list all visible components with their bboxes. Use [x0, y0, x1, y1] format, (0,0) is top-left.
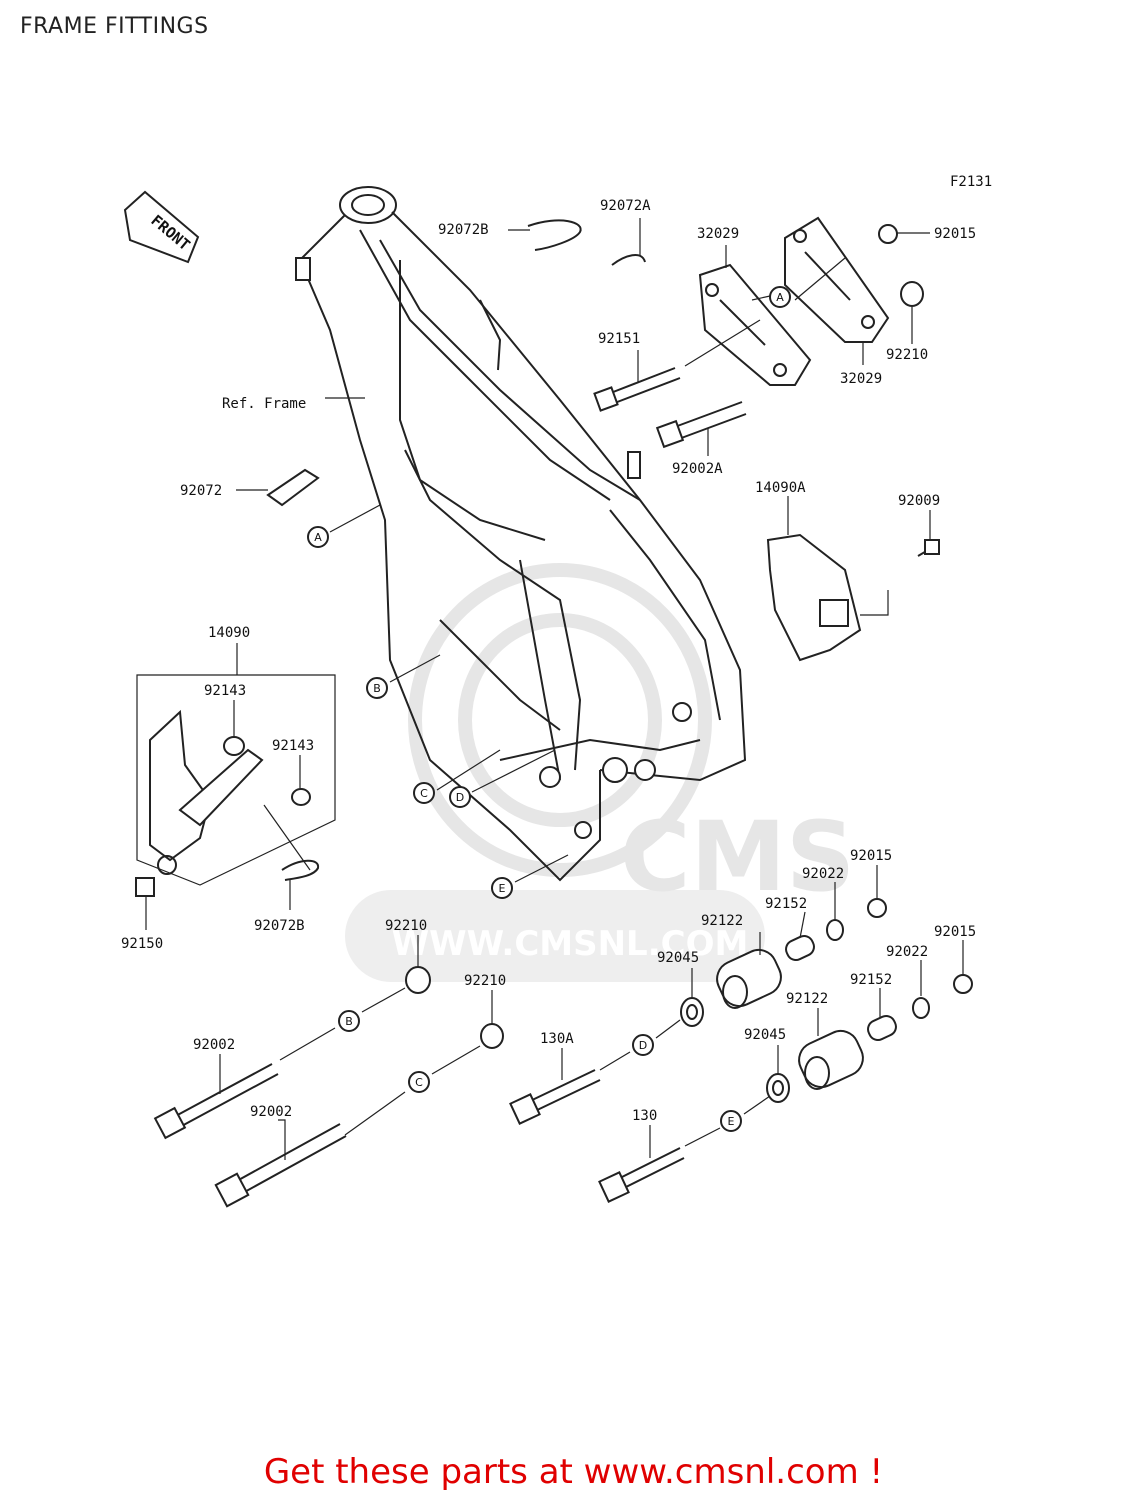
connector-d-1: D	[449, 786, 471, 808]
spacer-92152-b	[867, 1014, 897, 1042]
callout-92015-top: 92015	[934, 226, 976, 242]
callout-92015-mid: 92015	[850, 848, 892, 864]
callout-92002-b: 92002	[193, 1037, 235, 1053]
bolt-92002-b	[153, 1063, 279, 1140]
washer-92022-b	[912, 997, 930, 1019]
callout-92122-b: 92122	[786, 991, 828, 1007]
connector-d-2: D	[632, 1034, 654, 1056]
callout-92152-b: 92152	[850, 972, 892, 988]
engine-bracket-plate-32029-a	[698, 263, 812, 386]
front-arrow-icon: FRONT	[123, 190, 200, 264]
bolt-92151	[593, 367, 681, 412]
callout-130: 130	[632, 1108, 657, 1124]
clamp-92072	[266, 468, 320, 507]
nut-92015-top	[878, 224, 898, 244]
watermark-url: WWW.CMSNL.COM	[392, 924, 749, 964]
callout-labels: Ref. Frame 92072B 92072A 32029 92015 921…	[121, 198, 976, 1124]
connector-b-1: B	[366, 677, 388, 699]
callout-92072: 92072	[180, 483, 222, 499]
frame-fittings-diagram: CMS WWW.CMSNL.COM F2131 FRONT	[121, 174, 992, 1208]
page-title: FRAME FITTINGS	[20, 14, 209, 39]
svg-text:E: E	[728, 1115, 735, 1128]
callout-32029-bottom: 32029	[840, 371, 882, 387]
callout-130a: 130A	[540, 1031, 574, 1047]
callout-ref-frame: Ref. Frame	[222, 396, 306, 412]
bearing-92045-b	[766, 1073, 790, 1103]
bearing-92045-a	[680, 997, 704, 1027]
callout-92022-a: 92022	[802, 866, 844, 882]
collar-92210-b	[405, 966, 431, 994]
bushing-92122-b	[798, 1029, 864, 1090]
svg-text:C: C	[415, 1076, 423, 1089]
leader-lines	[145, 218, 964, 1160]
bolt-130	[598, 1147, 685, 1203]
buy-parts-link[interactable]: Get these parts at www.cmsnl.com !	[263, 1452, 884, 1492]
svg-text:E: E	[499, 882, 506, 895]
svg-text:D: D	[639, 1039, 647, 1052]
connector-c-2: C	[408, 1071, 430, 1093]
callout-92152-a: 92152	[765, 896, 807, 912]
callout-92072b-low: 92072B	[254, 918, 305, 934]
connector-a-2: A	[769, 286, 791, 308]
figure-code: F2131	[950, 174, 992, 190]
svg-text:B: B	[345, 1015, 353, 1028]
frame-guard-14090a	[766, 533, 862, 662]
bushing-92122-a	[716, 948, 782, 1009]
callout-92210-b: 92210	[385, 918, 427, 934]
clamp-92072b-low	[281, 859, 320, 881]
callout-92015-low: 92015	[934, 924, 976, 940]
callout-32029-top: 32029	[697, 226, 739, 242]
clamp-92072b-top	[527, 219, 582, 251]
washer-92022-a	[826, 919, 844, 941]
callout-92151: 92151	[598, 331, 640, 347]
connector-e-2: E	[720, 1110, 742, 1132]
svg-text:C: C	[420, 787, 428, 800]
callout-92045-b: 92045	[744, 1027, 786, 1043]
collar-92210-top	[900, 281, 924, 307]
callout-92150: 92150	[121, 936, 163, 952]
spacer-92152-a	[785, 934, 815, 962]
bolt-92002-c	[214, 1123, 347, 1208]
callout-14090a: 14090A	[755, 480, 806, 496]
callout-92122-a: 92122	[701, 913, 743, 929]
bolt-92150	[135, 877, 155, 897]
callout-92009: 92009	[898, 493, 940, 509]
collar-92210-c	[480, 1023, 504, 1049]
nut-92015-low	[953, 974, 973, 994]
callout-92045-a: 92045	[657, 950, 699, 966]
connector-c-1: C	[413, 782, 435, 804]
clamp-92072a	[611, 254, 646, 266]
motorcycle-frame	[295, 186, 747, 882]
connector-b-2: B	[338, 1010, 360, 1032]
callout-92072b-top: 92072B	[438, 222, 489, 238]
callout-92022-b: 92022	[886, 944, 928, 960]
bolt-92002a	[655, 401, 747, 449]
callout-14090: 14090	[208, 625, 250, 641]
engine-bracket-plate-32029-b	[784, 216, 890, 343]
callout-92072a: 92072A	[600, 198, 651, 214]
callout-92002-c: 92002	[250, 1104, 292, 1120]
bolt-130a	[509, 1069, 601, 1125]
watermark-brand: CMS	[620, 801, 855, 913]
callout-92210-top: 92210	[886, 347, 928, 363]
callout-92002a: 92002A	[672, 461, 723, 477]
frame-guard-14090	[136, 674, 336, 886]
svg-text:A: A	[776, 291, 784, 304]
cms-watermark: CMS WWW.CMSNL.COM	[345, 563, 855, 982]
bolt-92009	[917, 539, 940, 557]
svg-text:A: A	[314, 531, 322, 544]
connector-e-1: E	[491, 877, 513, 899]
svg-text:D: D	[456, 791, 464, 804]
nut-92015-mid	[867, 898, 887, 918]
callout-92210-c: 92210	[464, 973, 506, 989]
connector-a-1: A	[307, 526, 329, 548]
svg-text:B: B	[373, 682, 381, 695]
callout-92143-a: 92143	[204, 683, 246, 699]
callout-92143-b: 92143	[272, 738, 314, 754]
